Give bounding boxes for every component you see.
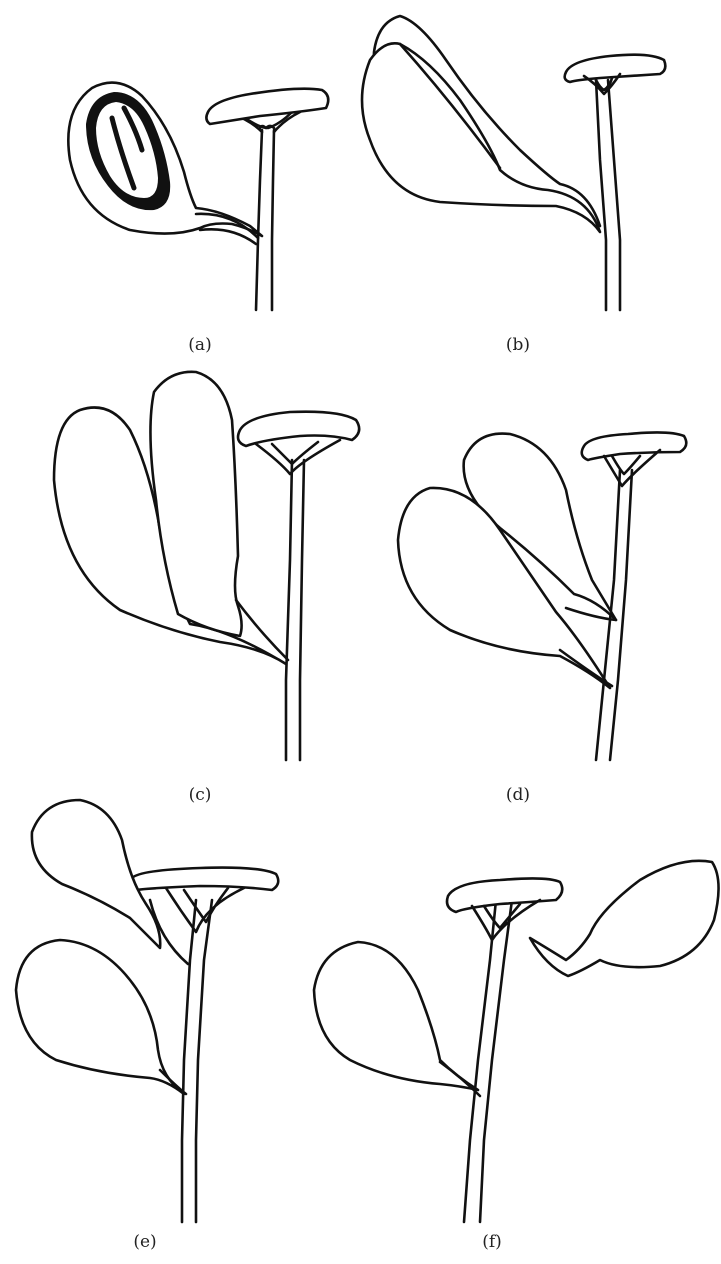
cotyledon-f-right bbox=[530, 861, 719, 976]
drawing-a bbox=[68, 83, 328, 310]
disc-f bbox=[447, 878, 562, 912]
disc-e bbox=[130, 868, 279, 890]
drawing-f bbox=[314, 861, 719, 1222]
cotyledon-b-front bbox=[362, 43, 600, 232]
disc-c bbox=[238, 412, 359, 446]
caption-f: (f) bbox=[462, 1232, 522, 1252]
cotyledon-e-lower bbox=[16, 940, 184, 1094]
caption-d: (d) bbox=[488, 785, 548, 805]
stem-f bbox=[464, 900, 512, 1222]
fork-e bbox=[166, 888, 244, 932]
disc-d bbox=[582, 432, 687, 460]
drawing-b bbox=[362, 16, 665, 310]
drawing-c bbox=[54, 372, 359, 760]
drawing-e bbox=[16, 800, 278, 1222]
stem-b bbox=[596, 80, 620, 310]
fork-c bbox=[256, 440, 340, 474]
stem-c bbox=[286, 460, 304, 760]
caption-e: (e) bbox=[115, 1232, 175, 1252]
disc-a bbox=[206, 89, 328, 124]
caption-b: (b) bbox=[488, 335, 548, 355]
cotyledon-f-left bbox=[314, 942, 478, 1090]
stem-a bbox=[256, 130, 274, 310]
caption-c: (c) bbox=[170, 785, 230, 805]
drawing-d bbox=[398, 432, 686, 760]
disc-b bbox=[565, 55, 666, 82]
stem-e bbox=[182, 900, 212, 1222]
caption-a: (a) bbox=[170, 335, 230, 355]
